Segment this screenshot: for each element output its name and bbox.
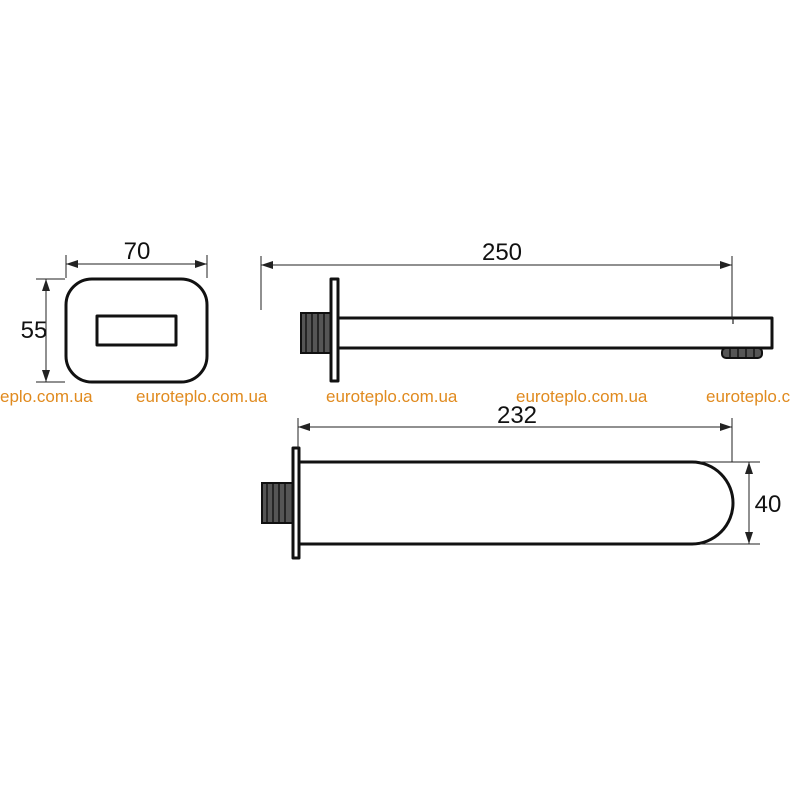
top-flange [291, 446, 301, 560]
front-outline [64, 277, 209, 384]
watermark-row: eplo.com.ua euroteplo.com.ua euroteplo.c… [0, 387, 791, 406]
dimension-side-length: 250 [260, 239, 733, 318]
dim-label-top-width: 40 [755, 491, 782, 518]
dim-label-front-width: 70 [124, 238, 151, 265]
dim-label-side-length: 250 [482, 239, 522, 266]
watermark-text: euroteplo.com.ua [136, 387, 268, 406]
dimension-front-width: 70 [65, 238, 208, 278]
dim-label-top-length: 232 [497, 402, 537, 429]
watermark-text: eplo.com.ua [0, 387, 93, 406]
side-aerator [721, 347, 763, 359]
watermark-text: euroteplo.c [706, 387, 791, 406]
dim-label-front-height: 55 [21, 317, 48, 344]
side-flange [329, 277, 340, 383]
watermark-text: euroteplo.com.ua [326, 387, 458, 406]
dimension-top-width: 40 [700, 461, 782, 545]
top-view [261, 446, 735, 560]
top-spout-body [299, 460, 735, 546]
dimension-top-length: 232 [297, 402, 733, 462]
front-view [64, 277, 209, 384]
dimension-front-height: 55 [21, 278, 65, 383]
side-spout-body [338, 316, 774, 350]
front-outlet-opening [95, 314, 178, 347]
watermark-text: euroteplo.com.ua [516, 387, 648, 406]
side-view [300, 277, 774, 383]
